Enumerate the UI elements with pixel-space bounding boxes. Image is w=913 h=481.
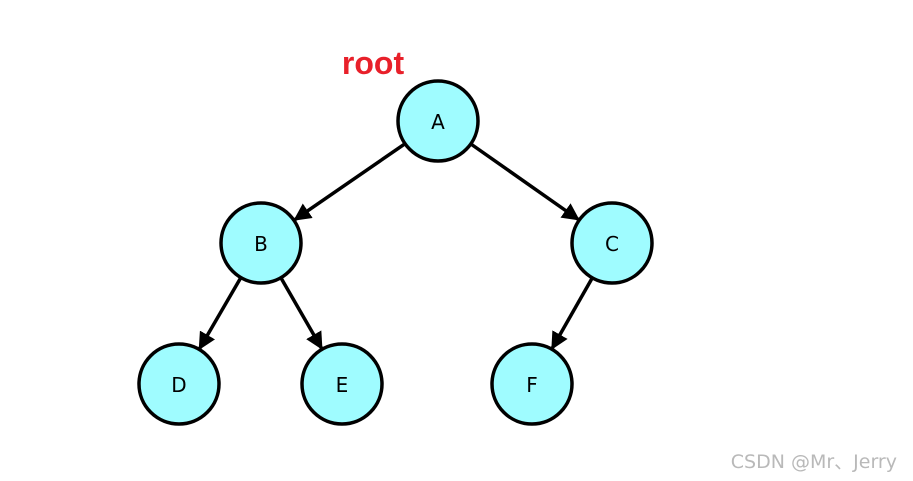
edge-c-f [550,277,594,350]
tree-node-d: D [137,342,221,426]
node-label: C [605,232,619,256]
tree-node-f: F [490,342,574,426]
edge-a-b [293,142,406,222]
node-label: D [171,373,186,397]
node-label: B [254,232,268,256]
node-circle [490,342,574,426]
watermark: CSDN @Mr、Jerry [731,451,897,473]
tree-node-c: C [570,201,654,285]
edges [198,142,594,351]
tree-node-e: E [300,342,384,426]
node-label: F [526,373,538,397]
node-circle [300,342,384,426]
node-label: A [431,110,445,134]
root-label: root [342,45,405,81]
edge-b-d [198,277,242,351]
node-label: E [336,373,349,397]
node-circle [570,201,654,285]
edge-b-e [279,277,324,350]
tree-node-a: A [396,79,480,163]
tree-node-b: B [219,201,303,285]
edge-a-c [470,143,580,221]
node-circle [219,201,303,285]
node-circle [396,79,480,163]
node-circle [137,342,221,426]
nodes: A B C D E F [137,79,654,426]
